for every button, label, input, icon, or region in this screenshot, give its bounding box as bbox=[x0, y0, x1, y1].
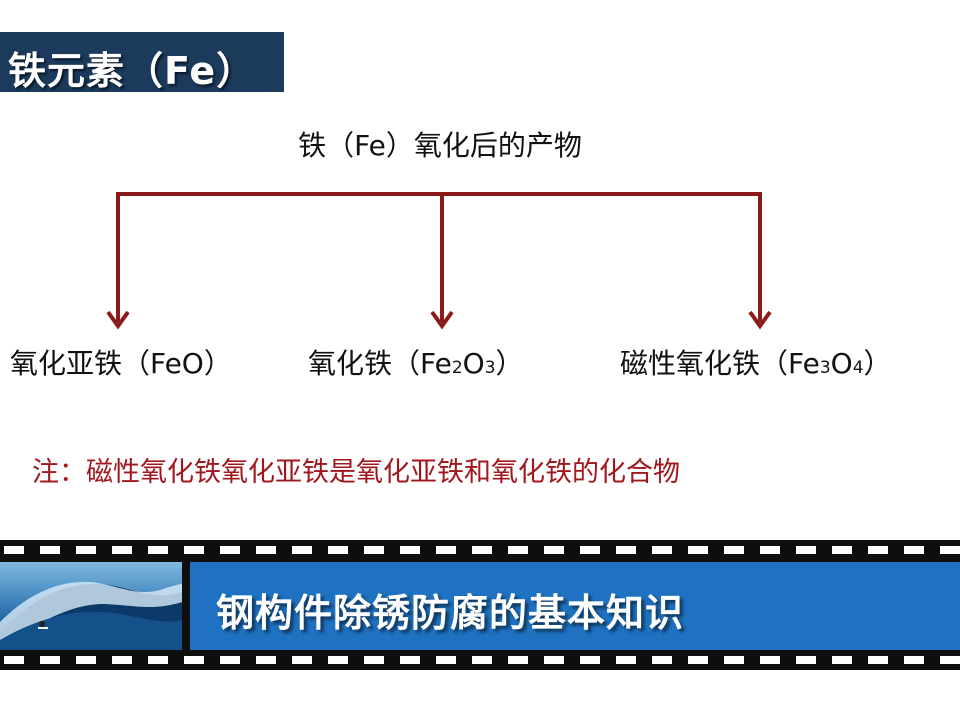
product-magnetite-label: 磁性氧化铁（Fe bbox=[620, 347, 820, 380]
film-hole bbox=[112, 656, 132, 664]
film-hole bbox=[76, 546, 96, 554]
film-hole bbox=[76, 656, 96, 664]
film-hole bbox=[652, 546, 672, 554]
film-holes-top bbox=[0, 544, 960, 556]
film-hole bbox=[328, 546, 348, 554]
product-magnetite: 磁性氧化铁（Fe3O4） bbox=[620, 342, 892, 382]
arrowhead-left bbox=[106, 310, 130, 330]
film-hole bbox=[868, 656, 888, 664]
banner-panel: 钢构件除锈防腐的基本知识 bbox=[190, 562, 960, 650]
product-ferric-oxide-label: 氧化铁（Fe bbox=[308, 347, 452, 380]
title-background bbox=[0, 32, 284, 92]
film-hole bbox=[904, 546, 924, 554]
product-ferrous-oxide: 氧化亚铁（FeO） bbox=[10, 342, 232, 382]
ocean-wave-surfer-image bbox=[0, 562, 182, 650]
film-hole bbox=[400, 656, 420, 664]
film-hole bbox=[940, 656, 960, 664]
film-hole bbox=[220, 546, 240, 554]
film-hole bbox=[832, 656, 852, 664]
formula-part: O bbox=[830, 347, 853, 380]
banner-title: 钢构件除锈防腐的基本知识 bbox=[216, 591, 685, 635]
subscript: 3 bbox=[484, 358, 496, 378]
product-ferrous-oxide-label: 氧化亚铁（FeO） bbox=[10, 347, 232, 380]
film-hole bbox=[292, 546, 312, 554]
film-hole bbox=[796, 546, 816, 554]
film-hole bbox=[436, 656, 456, 664]
film-hole bbox=[868, 546, 888, 554]
film-hole bbox=[796, 656, 816, 664]
film-hole bbox=[688, 546, 708, 554]
formula-part: O bbox=[462, 347, 485, 380]
film-hole bbox=[4, 656, 24, 664]
film-hole bbox=[400, 546, 420, 554]
film-holes-bottom bbox=[0, 654, 960, 666]
film-hole bbox=[616, 656, 636, 664]
film-hole bbox=[616, 546, 636, 554]
film-hole bbox=[436, 546, 456, 554]
film-hole bbox=[508, 656, 528, 664]
film-hole bbox=[472, 656, 492, 664]
subscript: 4 bbox=[852, 358, 864, 378]
film-hole bbox=[832, 546, 852, 554]
formula-part: ） bbox=[863, 347, 892, 380]
film-hole bbox=[112, 546, 132, 554]
film-hole bbox=[256, 546, 276, 554]
film-hole bbox=[904, 656, 924, 664]
slide-title: 铁元素（Fe） bbox=[8, 49, 256, 93]
arrowhead-right bbox=[748, 310, 772, 330]
film-hole bbox=[472, 546, 492, 554]
film-hole bbox=[652, 656, 672, 664]
subscript: 3 bbox=[819, 358, 831, 378]
arrowhead-middle bbox=[430, 310, 454, 330]
film-hole bbox=[688, 656, 708, 664]
film-hole bbox=[760, 546, 780, 554]
product-ferric-oxide: 氧化铁（Fe2O3） bbox=[308, 342, 524, 382]
film-hole bbox=[364, 546, 384, 554]
film-hole bbox=[40, 546, 60, 554]
tree-heading: 铁（Fe）氧化后的产物 bbox=[298, 129, 582, 162]
film-hole bbox=[580, 546, 600, 554]
film-hole bbox=[580, 656, 600, 664]
film-hole bbox=[544, 546, 564, 554]
film-hole bbox=[940, 546, 960, 554]
film-hole bbox=[724, 656, 744, 664]
film-hole bbox=[292, 656, 312, 664]
film-hole bbox=[724, 546, 744, 554]
film-strip-banner: 钢构件除锈防腐的基本知识 bbox=[0, 540, 960, 670]
film-hole bbox=[184, 656, 204, 664]
film-hole bbox=[364, 656, 384, 664]
wave-illustration bbox=[0, 581, 182, 650]
film-hole bbox=[544, 656, 564, 664]
film-hole bbox=[40, 656, 60, 664]
note-text: 注：磁性氧化铁氧化亚铁是氧化亚铁和氧化铁的化合物 bbox=[32, 457, 680, 488]
formula-part: ） bbox=[495, 347, 524, 380]
subscript: 2 bbox=[451, 358, 463, 378]
film-hole bbox=[148, 656, 168, 664]
film-hole bbox=[760, 656, 780, 664]
film-hole bbox=[508, 546, 528, 554]
film-hole bbox=[220, 656, 240, 664]
film-hole bbox=[148, 546, 168, 554]
film-hole bbox=[184, 546, 204, 554]
film-hole bbox=[256, 656, 276, 664]
film-hole bbox=[4, 546, 24, 554]
film-hole bbox=[328, 656, 348, 664]
